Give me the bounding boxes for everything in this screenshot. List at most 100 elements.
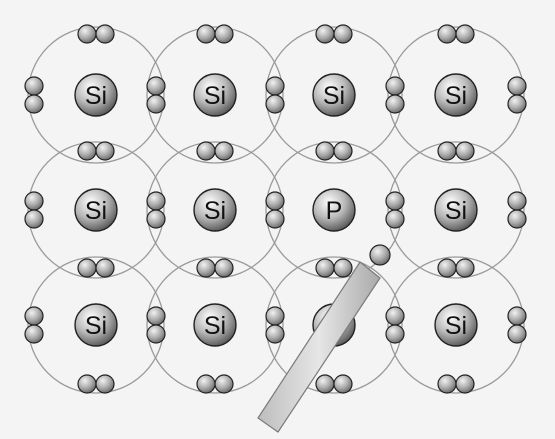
electron [438,25,456,43]
electron [266,77,284,95]
electron-pair [316,25,352,43]
atom-symbol: Si [445,312,467,340]
electron-pair [197,375,233,393]
atom-symbol: Si [85,197,107,225]
electron-pair [266,307,284,343]
electron [386,77,404,95]
electron-pair [78,25,114,43]
electron [266,95,284,113]
atom-si: Si [194,74,236,116]
electron-pair [508,307,526,343]
electron-pair [508,77,526,113]
atom-symbol: Si [204,82,226,110]
electron [508,307,526,325]
electron [266,210,284,228]
electron [508,192,526,210]
electron-pair [438,25,474,43]
electron [316,259,334,277]
electron-pair [197,259,233,277]
electron [386,192,404,210]
electron [25,307,43,325]
electron-pair [386,77,404,113]
electron [96,25,114,43]
atom-symbol: Si [85,312,107,340]
electron [215,25,233,43]
atom-symbol: Si [445,82,467,110]
electron [147,325,165,343]
electron [215,375,233,393]
electron [334,142,352,160]
electron [96,375,114,393]
electron [316,25,334,43]
electron-pair [266,77,284,113]
electron-pair [386,192,404,228]
electron [78,142,96,160]
electron-pair [197,25,233,43]
electron-pair [78,142,114,160]
electron [508,77,526,95]
free-electron [370,245,390,265]
atom-symbol: Si [204,197,226,225]
electron [508,95,526,113]
electron [147,307,165,325]
electron [25,95,43,113]
electron-pair [78,375,114,393]
electron-pair [147,77,165,113]
electron [334,259,352,277]
electron-pair [197,142,233,160]
electron-pair [147,192,165,228]
electron [215,259,233,277]
electron-pair [438,375,474,393]
electron [334,25,352,43]
electron [456,259,474,277]
electron-pair [386,307,404,343]
atom-si: Si [435,74,477,116]
atom-si: Si [194,189,236,231]
electron [266,192,284,210]
atom-symbol: Si [323,82,345,110]
electron [215,142,233,160]
electron [197,375,215,393]
electron [25,192,43,210]
atom-symbol: Si [204,312,226,340]
atom-si: Si [75,74,117,116]
electron [197,259,215,277]
electron [147,95,165,113]
electron [438,142,456,160]
electron [25,77,43,95]
electron [147,77,165,95]
electron [78,25,96,43]
electron-pair [438,142,474,160]
electron-pair [147,307,165,343]
atom-p: P [313,189,355,231]
atom-si: Si [435,304,477,346]
electron [386,307,404,325]
atom-si: Si [313,74,355,116]
electron [316,142,334,160]
electron-pair [316,259,352,277]
electron [197,142,215,160]
electron [456,25,474,43]
electron-pair [266,192,284,228]
atom-si: Si [194,304,236,346]
electron [438,259,456,277]
electron [96,259,114,277]
atom-si: Si [435,189,477,231]
electron [334,375,352,393]
electron [25,210,43,228]
electron [266,307,284,325]
atom-symbol: P [326,197,343,225]
electron [508,210,526,228]
electron [147,210,165,228]
atom-symbol: Si [445,197,467,225]
electron [456,375,474,393]
electron [438,375,456,393]
electron [386,210,404,228]
electron-pair [316,142,352,160]
free-electron-trail [258,262,380,432]
electron-pair [78,259,114,277]
electron [147,192,165,210]
electron-pair [438,259,474,277]
